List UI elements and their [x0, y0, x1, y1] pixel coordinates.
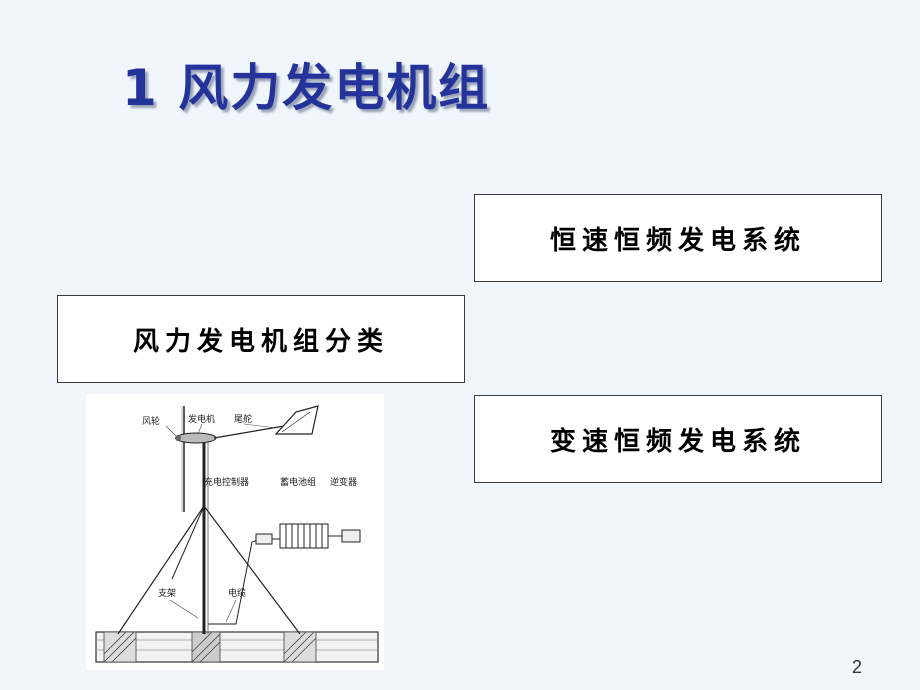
tower [117, 434, 301, 635]
ground-foundation [95, 631, 379, 663]
wind-turbine-diagram-svg: 风轮 发电机 尾舵 充电控制器 蓄电池组 逆变器 支架 电缆 [95, 405, 379, 663]
generator-nacelle [175, 432, 217, 444]
label-tail-vane: 尾舵 [234, 413, 252, 425]
label-cable: 电缆 [228, 587, 246, 599]
tail-vane [213, 405, 319, 439]
label-charge-controller: 充电控制器 [204, 476, 249, 488]
inverter [341, 529, 361, 543]
charge-controller [255, 533, 273, 545]
page-number: 2 [852, 657, 863, 677]
label-battery-pack: 蓄电池组 [280, 476, 316, 488]
label-rotor: 风轮 [142, 415, 160, 427]
constant-speed-system-box: 恒速恒频发电系统 [474, 194, 882, 282]
battery-pack [279, 523, 329, 549]
label-generator: 发电机 [188, 413, 215, 425]
variable-speed-system-box: 变速恒频发电系统 [474, 395, 882, 483]
label-inverter: 逆变器 [330, 476, 357, 488]
rotor-blades [181, 406, 185, 512]
slide-title: 1 风力发电机组 [122, 59, 491, 117]
label-support-frame: 支架 [158, 587, 176, 599]
wind-turbine-classification-box: 风力发电机组分类 [57, 295, 465, 383]
wind-turbine-system-diagram: 风轮 发电机 尾舵 充电控制器 蓄电池组 逆变器 支架 电缆 [86, 394, 384, 670]
electric-cable [208, 539, 259, 625]
